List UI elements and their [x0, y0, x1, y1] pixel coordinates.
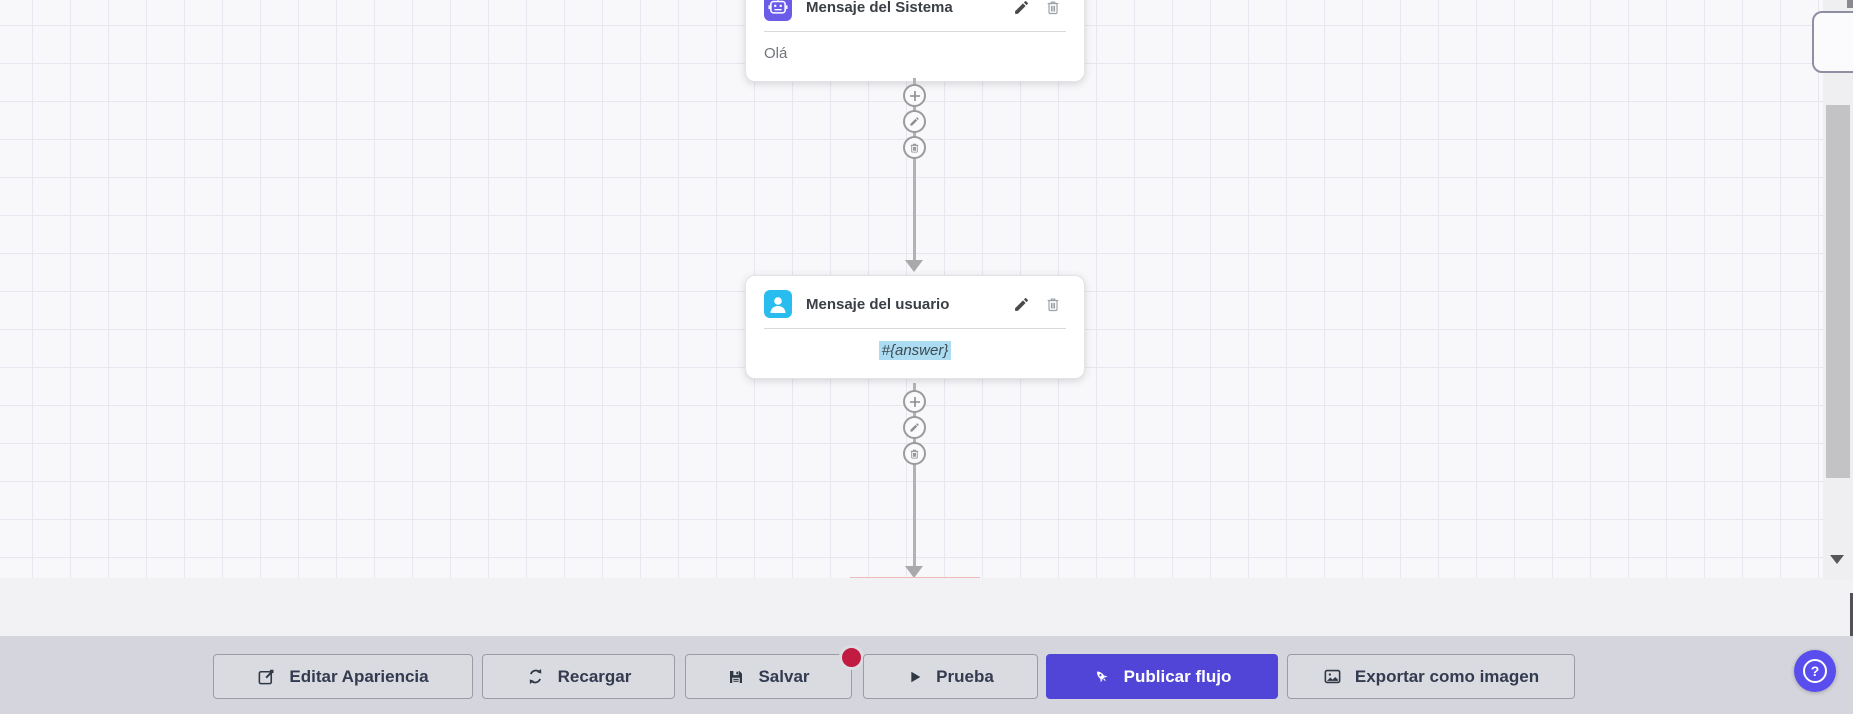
publish-flow-button[interactable]: Publicar flujo — [1046, 654, 1278, 699]
node-header: Mensaje del Sistema — [746, 0, 1084, 21]
add-node-button[interactable] — [903, 84, 926, 107]
edit-node-icon[interactable] — [1012, 295, 1030, 313]
node-content: Olá — [764, 45, 788, 62]
node-header: Mensaje del usuario — [746, 276, 1084, 318]
export-image-button[interactable]: Exportar como imagen — [1287, 654, 1575, 699]
question-mark-glyph: ? — [1810, 663, 1820, 679]
answer-variable-chip: #{answer} — [878, 341, 952, 360]
edit-node-icon[interactable] — [1012, 0, 1030, 16]
delete-connection-button[interactable] — [903, 136, 926, 159]
vertical-scrollbar-thumb[interactable] — [1826, 105, 1850, 478]
unsaved-changes-badge — [839, 645, 864, 670]
save-button[interactable]: Salvar — [685, 654, 852, 699]
corner-panel[interactable] — [1812, 11, 1853, 73]
refresh-icon — [526, 667, 545, 686]
canvas-bottom-strip — [0, 578, 1853, 636]
add-node-button[interactable] — [903, 390, 926, 413]
help-button[interactable]: ? — [1794, 650, 1836, 692]
connector-arrowhead — [905, 260, 923, 272]
play-icon — [907, 669, 923, 685]
test-button[interactable]: Prueba — [863, 654, 1038, 699]
node-system-message[interactable]: Mensaje del Sistema Olá — [745, 0, 1085, 82]
rocket-icon — [1093, 668, 1111, 686]
node-content: #{answer} — [746, 329, 1084, 378]
node-divider — [764, 31, 1066, 32]
edit-connection-button[interactable] — [903, 416, 926, 439]
delete-node-icon[interactable] — [1044, 0, 1062, 16]
image-icon — [1323, 667, 1342, 686]
connector-line — [913, 383, 916, 567]
edit-square-icon — [257, 667, 276, 686]
reload-button[interactable]: Recargar — [482, 654, 675, 699]
scrollbar-down-arrow-icon[interactable] — [1830, 555, 1844, 564]
delete-node-icon[interactable] — [1044, 295, 1062, 313]
button-label: Editar Apariencia — [289, 666, 429, 686]
question-mark-icon: ? — [1803, 659, 1827, 683]
button-label: Publicar flujo — [1123, 666, 1232, 686]
user-icon — [764, 290, 792, 318]
button-label: Exportar como imagen — [1354, 666, 1540, 686]
connector-arrowhead — [905, 566, 923, 578]
node-title: Mensaje del Sistema — [806, 0, 953, 16]
edit-appearance-button[interactable]: Editar Apariencia — [213, 654, 473, 699]
node-title: Mensaje del usuario — [806, 295, 950, 313]
button-label: Salvar — [758, 666, 810, 686]
flow-canvas[interactable]: Mensaje del Sistema Olá — [0, 0, 1853, 579]
save-icon — [727, 668, 745, 686]
connector-line — [913, 78, 916, 260]
node-user-message[interactable]: Mensaje del usuario #{answer} — [745, 275, 1085, 379]
corner-notch — [1847, 0, 1853, 8]
delete-connection-button[interactable] — [903, 442, 926, 465]
button-label: Prueba — [936, 666, 994, 686]
button-label: Recargar — [557, 666, 632, 686]
node-divider — [764, 328, 1066, 329]
robot-icon — [764, 0, 792, 21]
edit-connection-button[interactable] — [903, 110, 926, 133]
